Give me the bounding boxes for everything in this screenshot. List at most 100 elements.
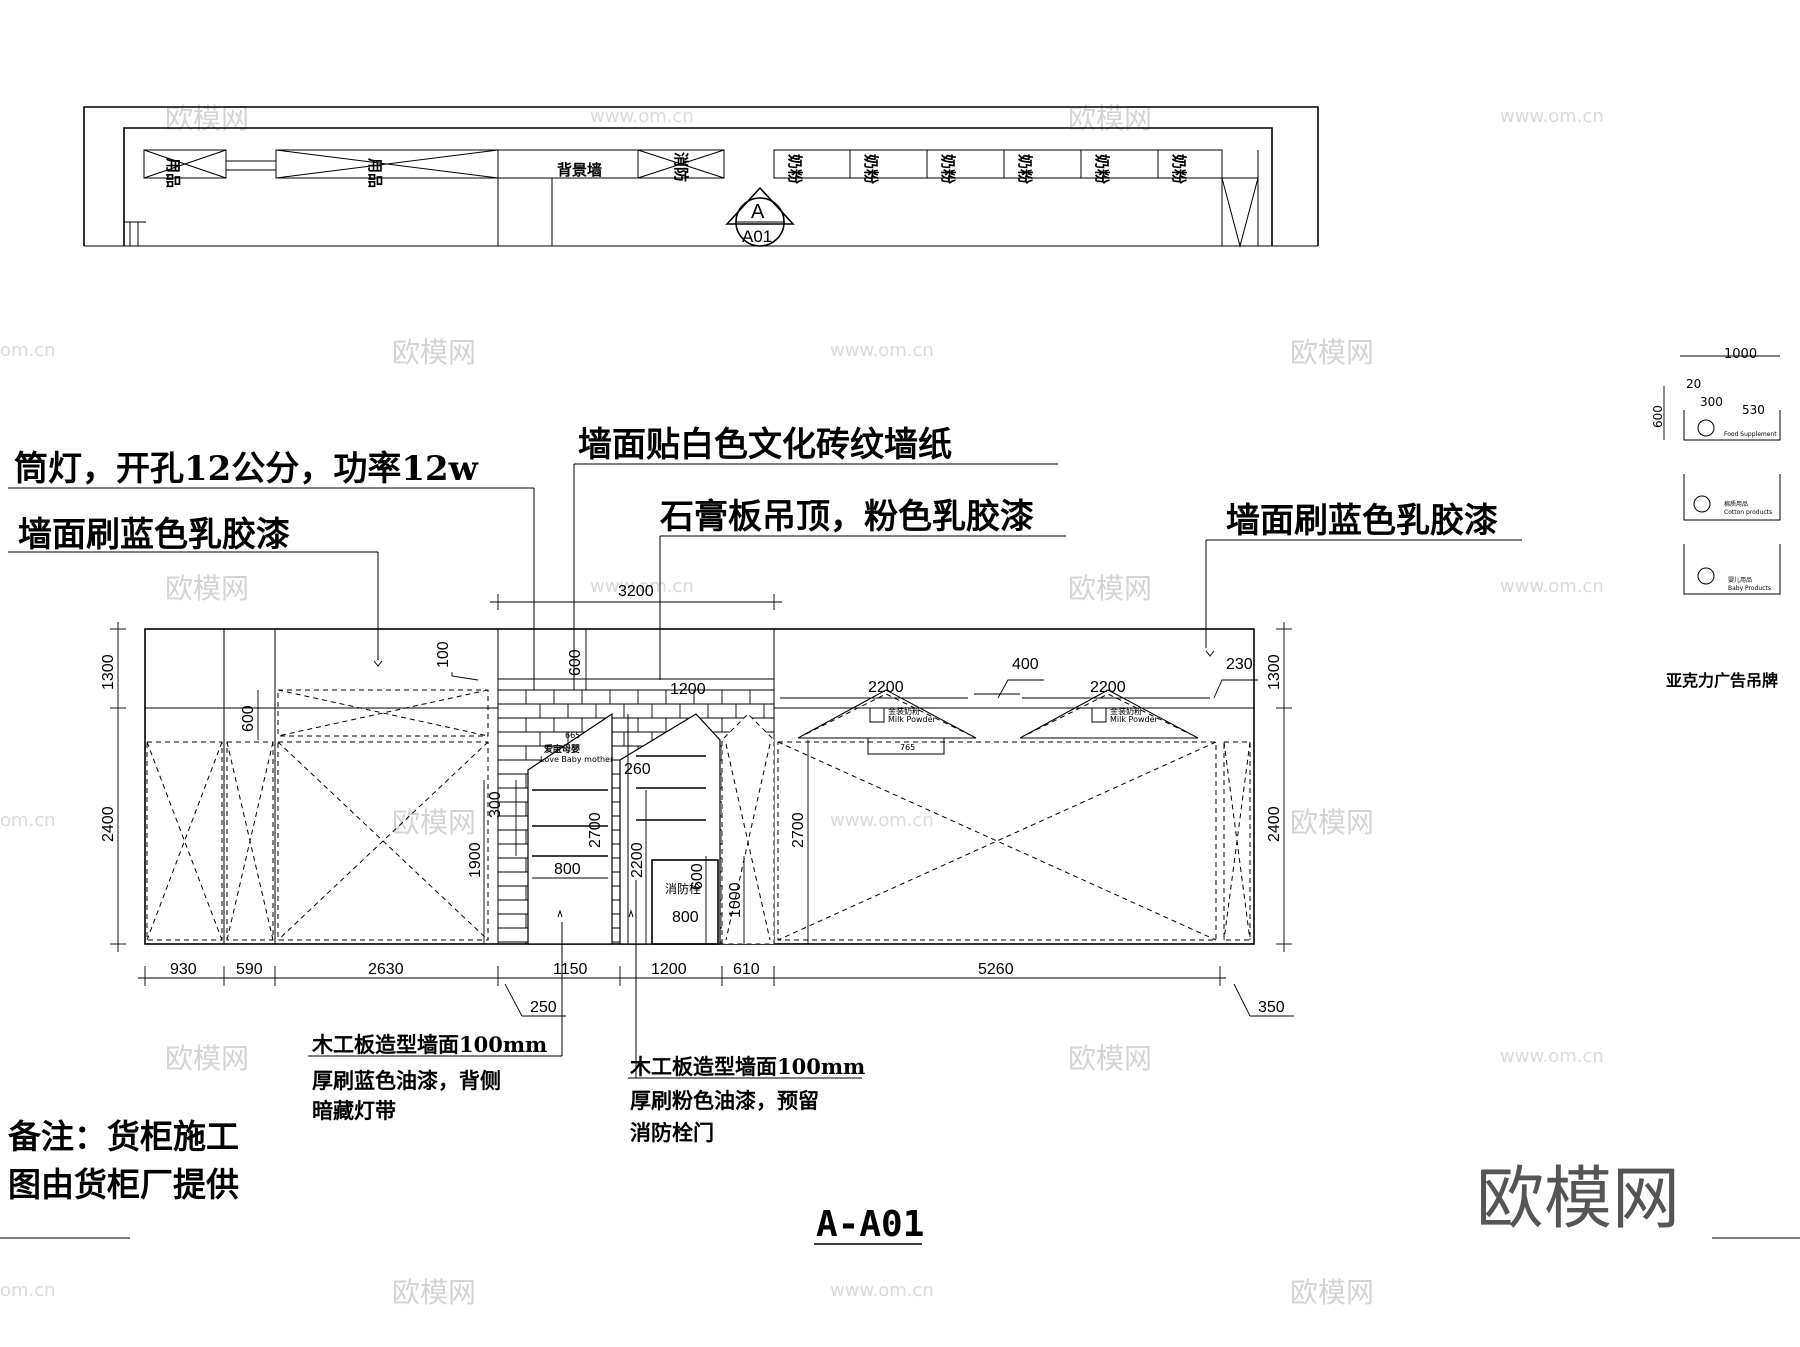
watermark-brand: 欧模网: [1068, 572, 1152, 605]
header-panel-left: [277, 689, 489, 737]
plan-label: 消防: [672, 152, 690, 182]
dim-260: 260: [624, 761, 651, 778]
sign-3-en: Baby Products: [1728, 585, 1771, 592]
dim-left-2400: 2400: [100, 806, 117, 842]
dim-bottom: 610: [733, 961, 760, 978]
dim-600-brick: 600: [567, 649, 584, 676]
dim-bottom: 930: [170, 961, 197, 978]
dim-offset-250: 250: [530, 999, 557, 1016]
watermark-brand: 欧模网: [392, 806, 476, 839]
brand-en: Love Baby mother: [540, 755, 614, 764]
watermark-url: om.cn: [0, 1280, 56, 1301]
view-marker-letter: A: [751, 201, 765, 223]
baby-icon: [1697, 567, 1715, 585]
milk-icon: [869, 707, 885, 723]
view-marker: A A01: [725, 186, 795, 247]
watermark-url: www.om.cn: [590, 576, 694, 597]
drawing-title-block: A-A01: [0, 1204, 1800, 1245]
milk-icon: [1091, 707, 1107, 723]
watermark-brand: 欧模网: [392, 1276, 476, 1309]
remark-line-1: 备注：货柜施工: [8, 1117, 239, 1156]
plan-outer-wall: [83, 106, 1319, 246]
acrylic-sign-detail: 1000 20 300 530 600 Food Supplement 棉质用品…: [1651, 347, 1781, 690]
dim-left-1300: 1300: [100, 654, 117, 690]
watermark-brand: 欧模网: [165, 572, 249, 605]
sign-2-cn: 棉质用品: [1724, 500, 1748, 508]
sign-cn: 金装奶粉: [1110, 706, 1142, 716]
sign-card-3: [1683, 544, 1781, 595]
dim-bottom: 2630: [368, 961, 404, 978]
remark-line-2: 图由货柜厂提供: [8, 1165, 239, 1204]
callout-wood-blue-3: 暗藏灯带: [312, 1098, 396, 1123]
fire-hydrant-door[interactable]: [651, 859, 719, 945]
callout-wall-left: 墙面刷蓝色乳胶漆: [18, 515, 290, 555]
watermark-url: om.cn: [0, 810, 56, 831]
callout-wood-pink-3: 消防栓门: [630, 1120, 714, 1145]
dim-400: 400: [1012, 656, 1039, 673]
watermark-brand: 欧模网: [1290, 806, 1374, 839]
cabinet-left-2: [226, 741, 274, 941]
dim-top-3200: 3200: [618, 583, 654, 600]
dim-1200-ceiling: 1200: [670, 681, 706, 698]
watermark-brand: 欧模网: [1290, 1276, 1374, 1309]
plan-zone-fire: [637, 149, 725, 179]
elevation-view: 爱宝母婴 Love Baby mother 665 消防栓 800 金装奶粉 M…: [144, 628, 1255, 945]
plan-label: 背景墙: [557, 161, 602, 179]
sign-1-en: Food Supplement: [1724, 431, 1777, 438]
cabinet-right: [777, 741, 1217, 941]
dim-2200-b: 2200: [1090, 679, 1126, 696]
dim-right-2400: 2400: [1266, 806, 1283, 842]
watermark-url: www.om.cn: [1500, 1046, 1604, 1067]
sidebar-caption: 亚克力广告吊牌: [1666, 671, 1778, 690]
callouts: 筒灯，开孔12公分，功率12w 墙面刷蓝色乳胶漆 墙面贴白色文化砖纹墙纸 石膏板…: [8, 425, 1498, 1204]
view-marker-ref: A01: [742, 227, 772, 246]
niche-left: [527, 712, 613, 945]
dim-niche-2700: 2700: [587, 812, 604, 848]
watermark-url: om.cn: [0, 340, 56, 361]
watermark-brand: 欧模网: [1290, 336, 1374, 369]
sign-3-cn: 婴儿用品: [1728, 577, 1752, 584]
callout-downlight: 筒灯，开孔12公分，功率12w: [14, 449, 479, 489]
sign-2-en: Cotton products: [1724, 509, 1772, 516]
gable-sign-2: [1019, 689, 1199, 739]
plan-label: 奶粉: [1170, 154, 1188, 184]
watermark-url: www.om.cn: [1500, 106, 1604, 127]
callout-wood-pink-1: 木工板造型墙面100mm: [629, 1054, 865, 1079]
plan-label: 奶粉: [786, 154, 804, 184]
callout-wood-blue-1: 木工板造型墙面100mm: [311, 1032, 547, 1057]
dim-offset-350: 350: [1258, 999, 1285, 1016]
dim-door-2200: 2200: [629, 842, 646, 878]
watermark-brand: 欧模网: [1068, 1042, 1152, 1075]
plan-label: 用品: [366, 158, 384, 188]
plan-zone-milk-row: [773, 149, 1223, 179]
cabinet-left-1: [146, 741, 223, 941]
dim-shelf-800: 800: [554, 861, 581, 878]
dim-right-1300: 1300: [1266, 654, 1283, 690]
food-supplement-icon: [1697, 419, 1715, 437]
plan-view: 用品 用品 背景墙 消防 奶粉 奶粉 奶粉 奶粉 奶粉 奶粉 A A01: [83, 106, 1319, 248]
watermark-url: www.om.cn: [1500, 576, 1604, 597]
callout-wood-blue-2: 厚刷蓝色油漆，背侧: [312, 1068, 501, 1093]
sign-en: Milk Powder: [1110, 715, 1159, 724]
dim-door-1000: 1000: [727, 882, 744, 918]
callout-wallpaper: 墙面贴白色文化砖纹墙纸: [578, 425, 952, 465]
sidebar-dim-20: 20: [1686, 377, 1701, 391]
site-logo: 欧模网: [1476, 1160, 1680, 1239]
plan-label: 奶粉: [939, 154, 957, 184]
brand-cn: 爱宝母婴: [544, 743, 580, 755]
drawing-title: A-A01: [816, 1204, 924, 1245]
sidebar-dim-300: 300: [1700, 395, 1723, 409]
dim-right-2700: 2700: [790, 812, 807, 848]
dim-door-600: 600: [689, 863, 706, 890]
niche-side: [721, 713, 775, 945]
fire-hydrant-label: 消防栓: [665, 881, 701, 896]
dim-bottom: 1200: [651, 961, 687, 978]
watermark-url: www.om.cn: [830, 810, 934, 831]
plan-label: 用品: [164, 158, 182, 188]
watermark-url: www.om.cn: [590, 106, 694, 127]
dim-bottom: 5260: [978, 961, 1014, 978]
callout-ceiling: 石膏板吊顶，粉色乳胶漆: [659, 497, 1034, 537]
dimension-lines: 930 590 2630 1150 1200 610 5260 250 350 …: [100, 583, 1294, 1017]
dim-665: 665: [565, 731, 580, 740]
dim-bottom: 590: [236, 961, 263, 978]
